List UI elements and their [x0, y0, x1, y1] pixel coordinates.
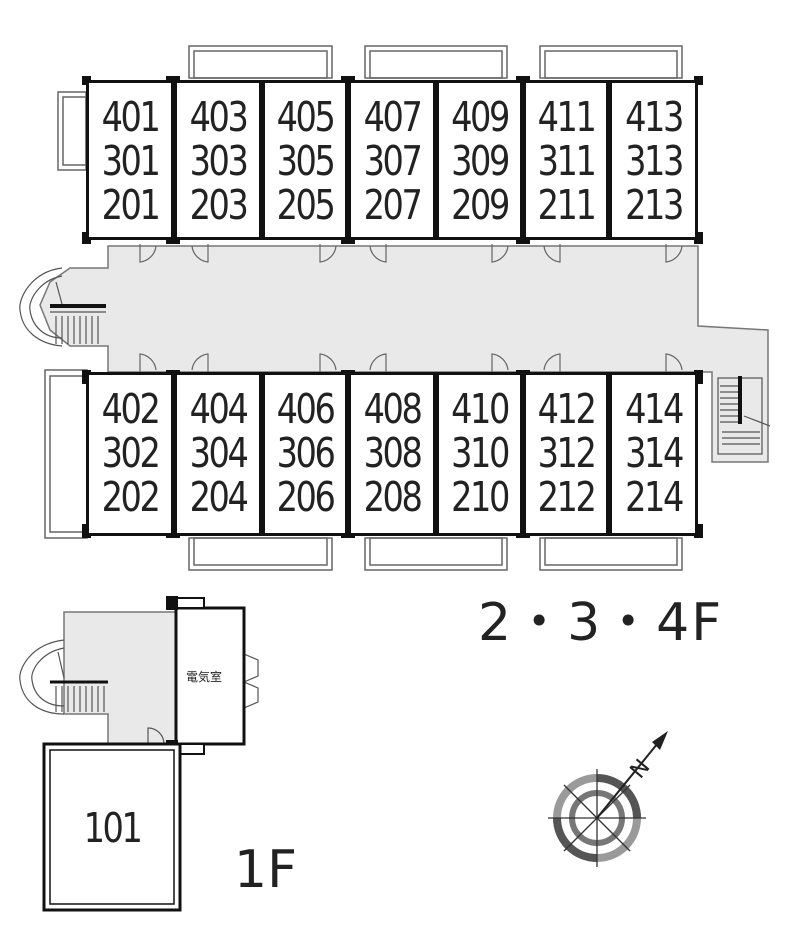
room-number: 212	[537, 473, 597, 521]
unit-408[interactable]: 408 308 208	[348, 372, 436, 536]
room-number: 210	[451, 473, 510, 521]
unit-409[interactable]: 409 309 209	[436, 80, 523, 240]
unit-411[interactable]: 411 311 211	[523, 80, 609, 240]
unit-402[interactable]: 402 302 202	[86, 372, 174, 536]
room-number: 311	[537, 137, 597, 185]
room-number: 403	[189, 93, 249, 141]
room-number: 406	[276, 385, 336, 433]
room-number: 309	[451, 137, 510, 185]
room-number: 303	[189, 137, 249, 185]
room-number: 307	[363, 137, 423, 185]
room-number: 302	[101, 429, 161, 477]
upper-floor-label: 2・3・4F	[478, 593, 724, 653]
unit-413[interactable]: 413 313 213	[609, 80, 698, 240]
room-number: 405	[276, 93, 336, 141]
room-number: 402	[101, 385, 161, 433]
room-number: 214	[625, 473, 684, 521]
room-number: 404	[189, 385, 249, 433]
room-number: 205	[276, 181, 336, 229]
room-number: 206	[276, 473, 336, 521]
room-number: 308	[363, 429, 423, 477]
room-number: 203	[189, 181, 249, 229]
room-number: 313	[625, 137, 684, 185]
unit-410[interactable]: 410 310 210	[436, 372, 523, 536]
corridor	[39, 245, 769, 463]
unit-404[interactable]: 404 304 204	[174, 372, 262, 536]
unit-414[interactable]: 414 314 214	[609, 372, 698, 536]
room-number: 304	[189, 429, 249, 477]
room-number: 407	[363, 93, 423, 141]
south-balconies	[44, 369, 683, 571]
east-stair	[717, 376, 771, 455]
room-number: 305	[276, 137, 336, 185]
west-stair-upper	[19, 267, 106, 347]
ground-floor-label: 1F	[234, 840, 297, 900]
unit-101-label: 101	[83, 804, 143, 852]
room-number: 413	[625, 93, 684, 141]
compass-north-letter: N	[626, 755, 656, 784]
unit-406[interactable]: 406 306 206	[262, 372, 348, 536]
room-number: 414	[625, 385, 684, 433]
room-number: 409	[451, 93, 510, 141]
room-number: 213	[625, 181, 684, 229]
room-number: 204	[189, 473, 249, 521]
north-balconies	[57, 45, 683, 171]
room-number: 411	[537, 93, 597, 141]
room-number: 211	[537, 181, 597, 229]
room-number: 207	[363, 181, 423, 229]
room-number: 310	[451, 429, 510, 477]
room-number: 410	[451, 385, 510, 433]
north-doors	[139, 244, 683, 263]
room-number: 312	[537, 429, 597, 477]
unit-405[interactable]: 405 305 205	[262, 80, 348, 240]
electrical-room-label: 電気室	[186, 670, 223, 684]
unit-401[interactable]: 401 301 201	[86, 80, 174, 240]
unit-407[interactable]: 407 307 207	[348, 80, 436, 240]
room-number: 301	[101, 137, 161, 185]
room-number: 209	[451, 181, 510, 229]
room-number: 306	[276, 429, 336, 477]
unit-403[interactable]: 403 303 203	[174, 80, 262, 240]
room-number: 314	[625, 429, 684, 477]
room-number: 208	[363, 473, 423, 521]
ground-floor-plan	[19, 596, 259, 912]
unit-412[interactable]: 412 312 212	[523, 372, 609, 536]
south-doors	[139, 353, 683, 372]
room-number: 408	[363, 385, 423, 433]
room-number: 401	[101, 93, 161, 141]
room-number: 412	[537, 385, 597, 433]
room-number: 202	[101, 473, 161, 521]
room-number: 201	[101, 181, 161, 229]
